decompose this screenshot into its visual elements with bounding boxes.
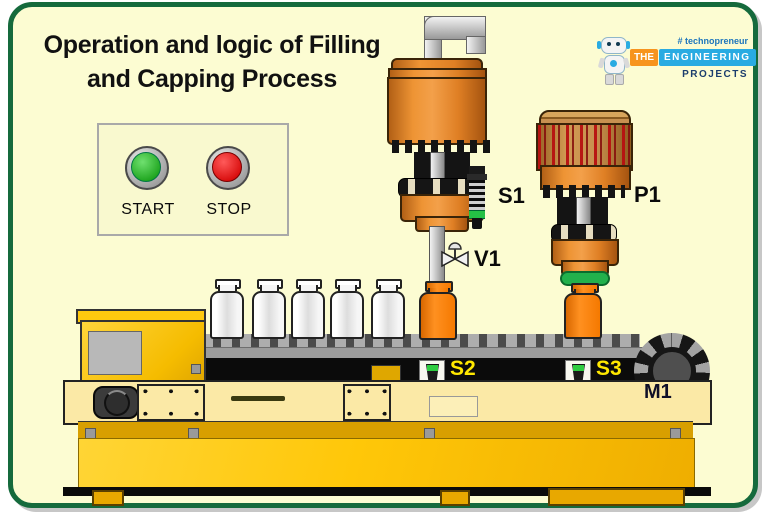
capper-motor-drum bbox=[536, 123, 633, 171]
filler-tank-body bbox=[387, 77, 487, 145]
empty-bottle-1 bbox=[210, 279, 244, 339]
robot-eye-left bbox=[607, 42, 611, 46]
robot-head bbox=[601, 37, 627, 54]
robot-leg-left bbox=[605, 74, 614, 85]
s1-label: S1 bbox=[498, 183, 525, 208]
level-sensor-icon bbox=[467, 166, 487, 230]
robot-ear-right bbox=[626, 41, 630, 49]
empty-bottle-3 bbox=[291, 279, 325, 339]
logo-tagline: # technopreneur bbox=[677, 36, 748, 46]
s2-sensor-glyph bbox=[426, 364, 439, 381]
s1-tip bbox=[472, 218, 482, 229]
v1-label: V1 bbox=[474, 246, 501, 271]
robot-chest-light bbox=[610, 60, 617, 67]
s2-label: S2 bbox=[450, 357, 476, 380]
filling-valve-icon bbox=[441, 242, 469, 268]
start-button[interactable] bbox=[125, 146, 169, 190]
adjuster-knob bbox=[93, 386, 139, 419]
machine-base-body bbox=[78, 438, 695, 490]
stop-button-face[interactable] bbox=[212, 152, 242, 182]
machine-foot bbox=[440, 490, 470, 506]
base-upper-band bbox=[78, 421, 693, 439]
robot-logo-icon bbox=[597, 36, 631, 86]
empty-bottle-5 bbox=[371, 279, 405, 339]
logo-word-engineering: ENGINEERING bbox=[659, 49, 756, 66]
start-button-label: START bbox=[121, 201, 175, 218]
capper-gear-teeth bbox=[543, 185, 625, 198]
empty-bottle-2 bbox=[252, 279, 286, 339]
page-title: Operation and logic of Filling and Cappi… bbox=[22, 28, 402, 96]
rail-plate-mid bbox=[343, 384, 391, 421]
machine-foot bbox=[92, 490, 124, 506]
bottle-sensor-s3-icon bbox=[565, 360, 591, 383]
conveyor-belt-strip bbox=[202, 347, 646, 358]
s1-nut bbox=[467, 174, 487, 180]
control-panel bbox=[97, 123, 289, 236]
s3-label: S3 bbox=[596, 357, 622, 380]
logo-word-the: THE bbox=[630, 49, 658, 66]
p1-label: P1 bbox=[634, 182, 661, 207]
title-line-2: and Capping Process bbox=[87, 65, 337, 93]
m1-label: M1 bbox=[644, 381, 672, 403]
rail-slot bbox=[231, 396, 285, 401]
stop-button[interactable] bbox=[206, 146, 250, 190]
stop-button-label: STOP bbox=[206, 201, 252, 218]
start-button-face[interactable] bbox=[131, 152, 161, 182]
robot-eye-right bbox=[616, 42, 620, 46]
rail-nameplate bbox=[429, 396, 478, 417]
empty-bottle-4 bbox=[330, 279, 364, 339]
housing-panel bbox=[88, 331, 142, 375]
housing-vent bbox=[191, 364, 201, 374]
s1-threaded-body bbox=[469, 180, 485, 210]
title-line-1: Operation and logic of Filling bbox=[43, 31, 381, 59]
base-shadow bbox=[63, 487, 711, 496]
s3-sensor-glyph bbox=[572, 364, 585, 381]
robot-leg-right bbox=[615, 74, 624, 85]
logo-word-projects: PROJECTS bbox=[682, 69, 748, 80]
s1-cap bbox=[469, 166, 485, 174]
machine-foot bbox=[548, 488, 685, 506]
filled-bottle-at-capper bbox=[564, 283, 602, 339]
filler-gear-teeth bbox=[392, 140, 492, 153]
rail-plate-left bbox=[137, 384, 205, 421]
filler-inlet-pipe-stub bbox=[466, 36, 486, 54]
robot-ear-left bbox=[597, 41, 601, 49]
filled-bottle-at-filler bbox=[419, 281, 457, 340]
conveyor-belt-lower bbox=[202, 356, 704, 381]
